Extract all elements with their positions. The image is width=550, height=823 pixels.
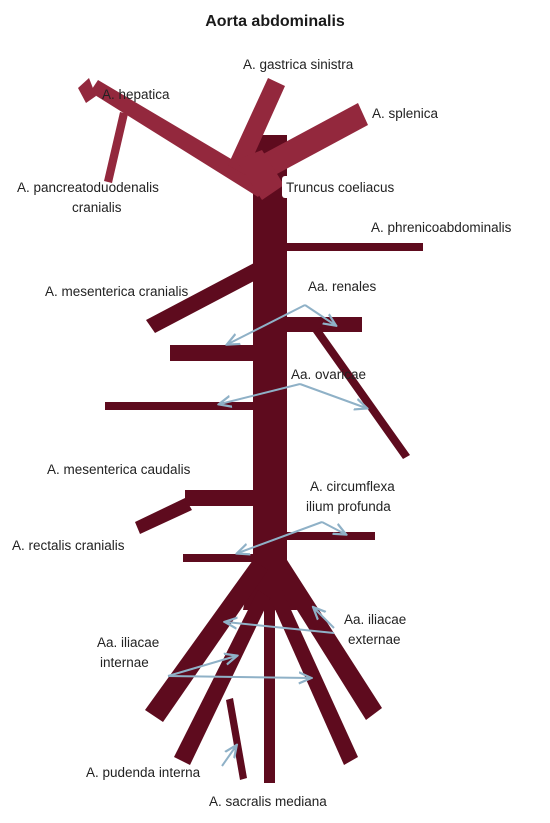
- label-iliacae-externae-line2: externae: [348, 632, 401, 647]
- vessel-hepatica: [90, 80, 270, 197]
- vessel-mesenterica-caudalis: [185, 490, 256, 506]
- vessel-circumflexa-right: [285, 532, 375, 540]
- label-hepatica: A. hepatica: [102, 87, 170, 102]
- vessel-mesenterica-cranialis: [146, 262, 256, 333]
- label-splenica: A. splenica: [372, 106, 439, 121]
- vessel-truncus-coeliacus: [236, 150, 284, 200]
- label-iliacae-internae-line1: Aa. iliacae: [97, 635, 159, 650]
- label-rectalis-cranialis: A. rectalis cranialis: [12, 538, 125, 553]
- vessel-ovarica-left: [105, 402, 256, 410]
- pointer-iliacae-externae-right: [314, 608, 335, 629]
- vessel-hepatica-tip: [78, 78, 96, 103]
- label-iliacae-internae-line2: internae: [100, 655, 149, 670]
- vessel-pancreatoduodenalis: [104, 112, 128, 183]
- pointer-iliacae-externae-left: [226, 622, 335, 634]
- label-gastrica-sinistra: A. gastrica sinistra: [243, 57, 354, 72]
- pointer-ovaricae-right: [299, 383, 366, 408]
- vessel-ovarica-right: [313, 328, 410, 459]
- vessel-iliaca-externa-left: [145, 560, 268, 722]
- label-circumflexa-line2: ilium profunda: [306, 499, 391, 514]
- label-mesenterica-cranialis: A. mesenterica cranialis: [45, 284, 189, 299]
- label-truncus-coeliacus: Truncus coeliacus: [286, 180, 395, 195]
- vessel-iliaca-externa-right: [272, 560, 382, 720]
- label-renales: Aa. renales: [308, 279, 377, 294]
- diagram-title: Aorta abdominalis: [205, 13, 345, 30]
- label-ovaricae: Aa. ovaricae: [291, 367, 366, 382]
- pointer-ovaricae-left: [220, 383, 301, 404]
- pointer-renales-right: [304, 304, 335, 325]
- vessel-sacralis-mediana: [264, 600, 275, 783]
- pointer-iliacae-internae-left: [167, 656, 236, 677]
- label-sacralis-mediana: A. sacralis mediana: [209, 794, 327, 809]
- vessel-rectalis-cranialis: [135, 498, 192, 534]
- pointer-circumflexa-left: [238, 521, 323, 553]
- label-mesenterica-caudalis: A. mesenterica caudalis: [47, 462, 191, 477]
- pointer-circumflexa-right: [321, 521, 345, 534]
- label-phrenicoabdominalis: A. phrenicoabdominalis: [371, 220, 512, 235]
- aorta-trunk: [253, 135, 287, 580]
- label-pancreatoduodenalis-line1: A. pancreatoduodenalis: [17, 180, 159, 195]
- vessel-phrenicoabdominalis: [285, 243, 423, 251]
- vessel-gastrica-sinistra: [228, 78, 285, 175]
- pointer-pudenda-interna: [221, 746, 236, 767]
- pointer-iliacae-internae-right: [167, 676, 310, 678]
- pointer-renales-left: [228, 304, 306, 344]
- vessel-iliaca-interna-right: [270, 590, 358, 765]
- labels: Aorta abdominalis A. gastrica sinistra A…: [12, 13, 512, 809]
- pointer-lines: [167, 304, 366, 767]
- vessel-renalis-right: [285, 317, 362, 332]
- vessel-renalis-left: [170, 345, 256, 361]
- vessel-circumflexa-left: [183, 554, 256, 562]
- coeliac-vessels: [78, 78, 368, 200]
- vessel-splenica: [252, 103, 368, 182]
- vessel-pudenda-interna: [226, 698, 247, 780]
- label-circumflexa-line1: A. circumflexa: [310, 479, 395, 494]
- aorta-vessels: [105, 135, 423, 783]
- label-backing-truncus: [282, 176, 448, 198]
- label-pudenda-interna: A. pudenda interna: [86, 765, 201, 780]
- label-iliacae-externae-line1: Aa. iliacae: [344, 612, 406, 627]
- label-pancreatoduodenalis-line2: cranialis: [72, 200, 122, 215]
